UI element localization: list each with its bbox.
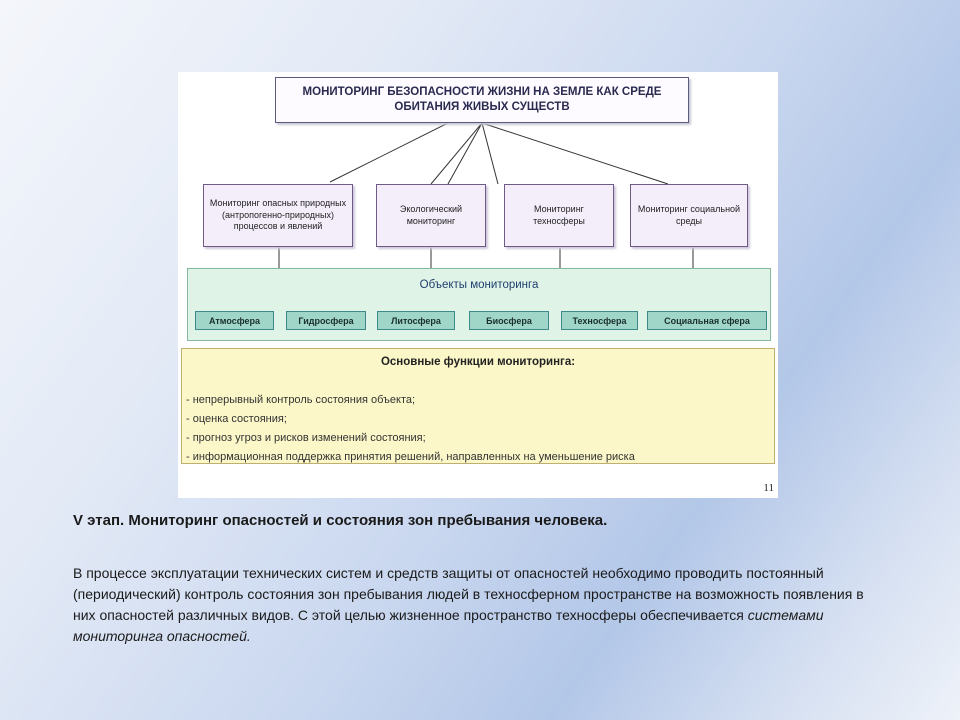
functions-title: Основные функции мониторинга:: [380, 356, 576, 368]
monitoring-objects-panel: Объекты мониторинга Атмосфера Гидросфера…: [187, 268, 771, 341]
diagram-title: МОНИТОРИНГ БЕЗОПАСНОСТИ ЖИЗНИ НА ЗЕМЛЕ К…: [275, 77, 689, 123]
object-social-sphere: Социальная сфера: [647, 311, 767, 330]
function-item: - информационная поддержка принятия реше…: [186, 451, 635, 463]
figure-page-number: 11: [763, 482, 774, 494]
category-ecological: Экологический мониторинг: [376, 184, 486, 247]
objects-title: Объекты мониторинга: [419, 279, 539, 291]
paragraph-emphasis: системами мониторинга опасностей.: [73, 607, 824, 644]
monitoring-functions-panel: Основные функции мониторинга: - непрерыв…: [181, 348, 775, 464]
body-paragraph: В процессе эксплуатации технических сист…: [73, 563, 883, 647]
section-heading: V этап. Мониторинг опасностей и состояни…: [73, 512, 608, 529]
object-biosphere: Биосфера: [469, 311, 549, 330]
connector-lines: [278, 122, 694, 268]
function-item: - прогноз угроз и рисков изменений состо…: [186, 432, 426, 444]
object-lithosphere: Литосфера: [377, 311, 455, 330]
category-social-environment: Мониторинг социальной среды: [630, 184, 748, 247]
function-item: - оценка состояния;: [186, 413, 287, 425]
object-technosphere: Техносфера: [561, 311, 638, 330]
category-natural-hazards: Мониторинг опасных природных (антропоген…: [203, 184, 353, 247]
object-atmosphere: Атмосфера: [195, 311, 274, 330]
object-hydrosphere: Гидросфера: [286, 311, 366, 330]
paragraph-text: В процессе эксплуатации технических сист…: [73, 565, 864, 623]
monitoring-diagram: МОНИТОРИНГ БЕЗОПАСНОСТИ ЖИЗНИ НА ЗЕМЛЕ К…: [178, 72, 778, 498]
category-technosphere: Мониторинг техносферы: [504, 184, 614, 247]
functions-list: - непрерывный контроль состояния объекта…: [186, 391, 635, 467]
function-item: - непрерывный контроль состояния объекта…: [186, 394, 416, 406]
